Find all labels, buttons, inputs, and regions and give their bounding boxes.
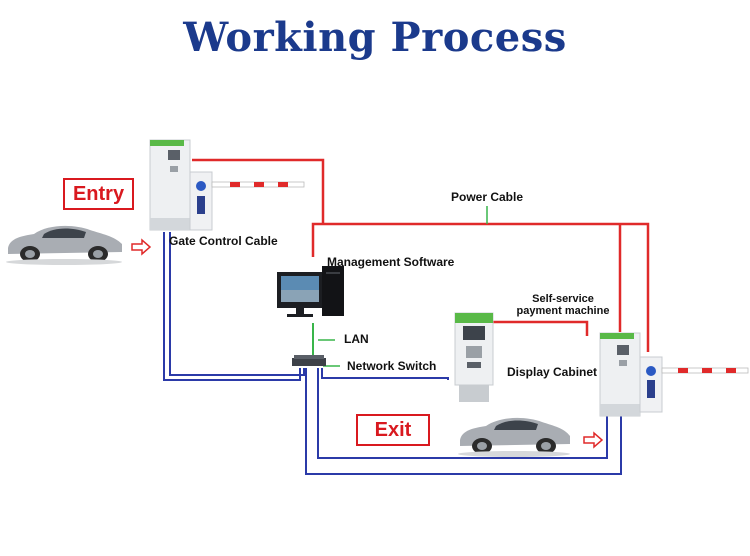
page-title: Working Process bbox=[183, 14, 567, 61]
entry-badge: Entry bbox=[63, 178, 134, 210]
gate-control-cable-label: Gate Control Cable bbox=[169, 234, 278, 248]
power-cable-label: Power Cable bbox=[451, 190, 524, 204]
exit-arrow-icon bbox=[583, 431, 604, 449]
exit-badge: Exit bbox=[356, 414, 430, 446]
entry-barrier-gate-icon bbox=[189, 171, 305, 231]
entry-car-icon bbox=[6, 225, 122, 265]
management-software-label: Management Software bbox=[327, 255, 455, 269]
exit-barrier-gate-icon bbox=[639, 356, 749, 413]
exit-car-icon bbox=[458, 417, 570, 457]
data-cable-lines bbox=[163, 232, 622, 475]
display-cabinet-label: Display Cabinet bbox=[507, 365, 598, 379]
display-cabinet-icon bbox=[599, 332, 641, 417]
network-switch-label: Network Switch bbox=[347, 359, 437, 373]
payment-machine-icon bbox=[454, 312, 494, 402]
management-computer-icon bbox=[277, 266, 344, 317]
lan-label: LAN bbox=[344, 332, 369, 346]
self-service-label-line1: Self-service bbox=[532, 293, 594, 305]
self-service-label-line2: payment machine bbox=[516, 305, 610, 317]
self-service-label: Self-service payment machine bbox=[508, 293, 618, 317]
entry-arrow-icon bbox=[131, 238, 152, 256]
network-switch-icon bbox=[292, 355, 326, 366]
entry-ticket-machine-icon bbox=[149, 139, 191, 231]
power-cable-lines bbox=[192, 158, 650, 352]
